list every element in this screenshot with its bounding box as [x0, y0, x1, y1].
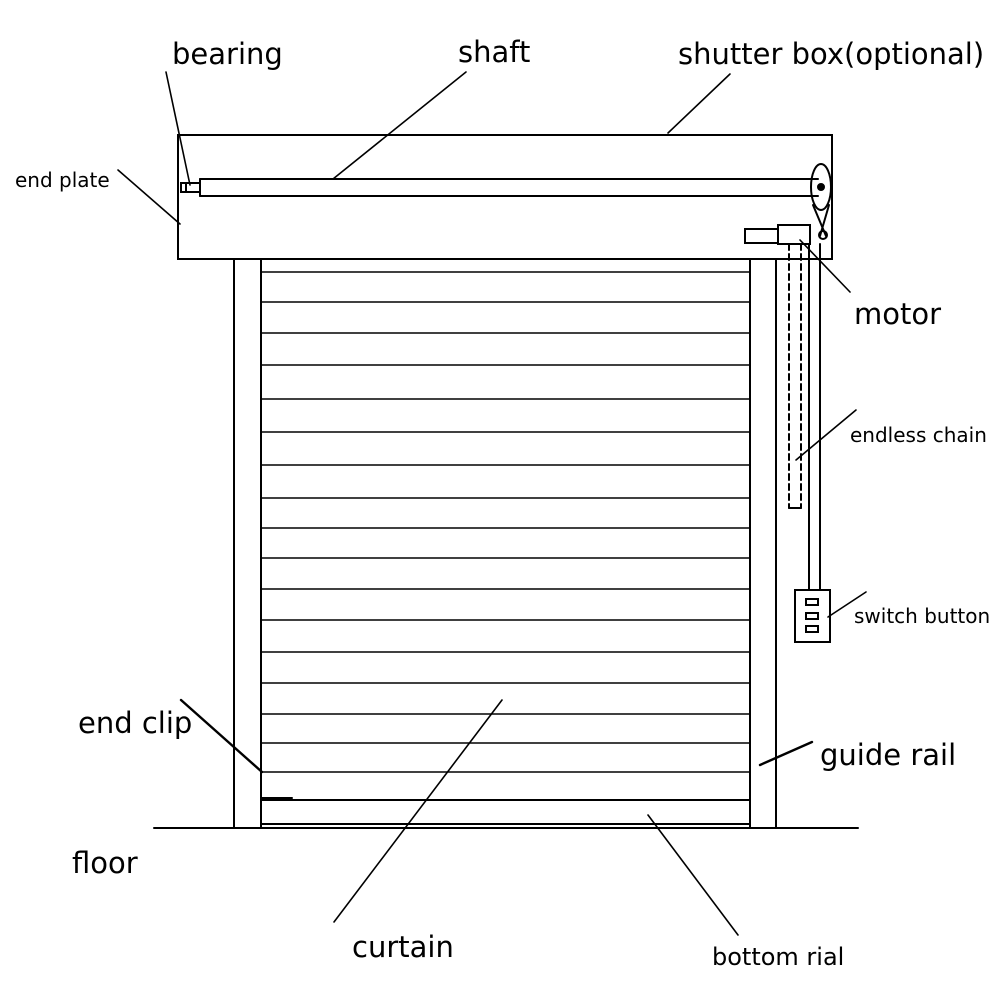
- curtain-slats: [260, 271, 751, 773]
- shaft: [199, 178, 819, 197]
- motor: [744, 224, 811, 245]
- switch-button: [794, 589, 831, 643]
- bearing: [180, 182, 201, 193]
- shutter-box-leader: [667, 73, 731, 134]
- label-motor: motor: [854, 297, 942, 331]
- guide-rail-left: [233, 258, 262, 829]
- end-clip-leader: [179, 698, 264, 774]
- guide-rail-right: [749, 258, 777, 829]
- label-bottom-rail: bottom rial: [712, 943, 845, 971]
- leader-lines: [117, 71, 867, 936]
- label-switch-button: switch button: [854, 604, 991, 628]
- switch-button-leader: [827, 591, 867, 618]
- curtain-leader: [333, 699, 503, 923]
- end-plate-leader: [117, 169, 181, 225]
- label-bearing: bearing: [172, 37, 283, 71]
- label-guide-rail: guide rail: [820, 738, 957, 772]
- bottom-rail: [260, 797, 751, 825]
- label-endless-chain: endless chain: [850, 423, 987, 447]
- label-floor: floor: [72, 846, 138, 880]
- motor-leader: [799, 239, 851, 293]
- label-end-clip: end clip: [78, 706, 193, 740]
- guide-rail-leader: [758, 740, 814, 767]
- label-shaft: shaft: [458, 35, 531, 69]
- endless-chain: [788, 243, 821, 591]
- label-end-plate: end plate: [15, 168, 110, 192]
- bottom-rail-leader: [647, 814, 739, 936]
- bearing-leader: [165, 71, 191, 186]
- endless-chain-leader: [795, 409, 857, 461]
- motor-wheel: [810, 163, 832, 240]
- shutter-box: [177, 134, 833, 260]
- shaft-leader: [332, 71, 467, 180]
- label-shutter-box: shutter box(optional): [678, 37, 985, 71]
- label-curtain: curtain: [352, 930, 454, 964]
